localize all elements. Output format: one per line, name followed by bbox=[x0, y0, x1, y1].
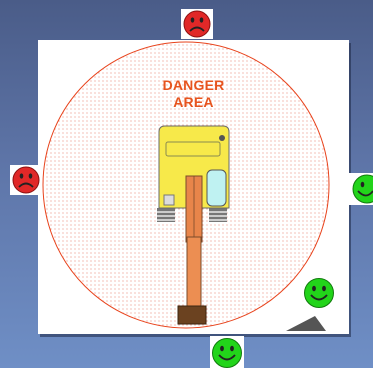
happy-face-icon bbox=[302, 276, 336, 310]
danger-label-line1: DANGER bbox=[38, 77, 349, 93]
happy-face-icon bbox=[210, 336, 244, 368]
happy-face-icon bbox=[349, 173, 373, 205]
ground-wedge bbox=[286, 316, 326, 331]
danger-label-line2: AREA bbox=[38, 94, 349, 110]
sad-face-icon bbox=[10, 165, 42, 195]
sad-face-icon bbox=[181, 9, 213, 39]
